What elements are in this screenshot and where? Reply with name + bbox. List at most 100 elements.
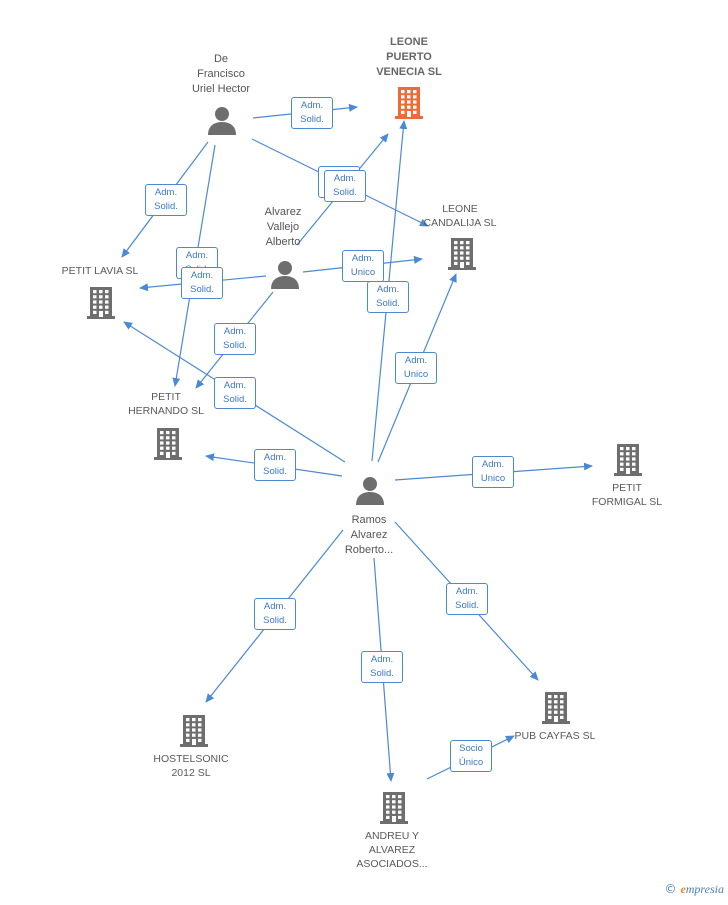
node-petit_formigal[interactable] — [614, 442, 642, 481]
relation-label-line: Adm. — [351, 253, 375, 264]
relation-label[interactable]: Adm. Solid. — [324, 170, 366, 202]
building-icon — [448, 238, 476, 270]
relation-label-line: Unico — [480, 473, 506, 484]
node-label-line: LEONE — [442, 203, 478, 215]
relation-label-line: Adm. — [223, 380, 247, 391]
node-ramos_alvarez[interactable] — [355, 475, 385, 510]
relation-label-line: Solid. — [154, 201, 178, 212]
node-label-line: ANDREU Y — [364, 830, 420, 842]
node-andreu_alvarez[interactable] — [380, 790, 408, 829]
relation-label-line: Adm. — [333, 173, 357, 184]
relation-label[interactable]: Adm. Solid. — [254, 449, 296, 481]
node-alvarez_vallejo[interactable] — [270, 259, 300, 294]
node-de_francisco[interactable] — [207, 105, 237, 140]
empresia-brand[interactable]: ©empresia — [664, 882, 724, 897]
node-label-line: LEONE — [390, 36, 428, 48]
relation-label-line: Solid. — [223, 394, 247, 405]
relation-label[interactable]: Adm. Unico — [472, 456, 514, 488]
brand-initial: e — [680, 882, 686, 896]
node-label-line: PUB CAYFAS SL — [514, 730, 596, 742]
relation-label[interactable]: Adm.Solid. — [446, 583, 488, 615]
building-icon — [154, 428, 182, 460]
node-pub_cayfas[interactable] — [542, 690, 570, 729]
relation-label-line: Adm. — [223, 326, 247, 337]
node-label-line: Vallejo — [266, 221, 300, 233]
relation-label-line: Solid. — [370, 668, 394, 679]
node-label-line: Alvarez — [350, 529, 388, 541]
node-leone_candalija[interactable] — [448, 236, 476, 275]
relation-label-line: Adm. — [263, 452, 287, 463]
node-label-line: ASOCIADOS... — [356, 858, 428, 870]
relation-label[interactable]: Adm. Solid. — [367, 281, 409, 313]
relation-label-line: Adm. — [481, 459, 505, 470]
node-label-hostelsonic[interactable]: HOSTELSONIC 2012 SL — [121, 752, 261, 780]
relation-label[interactable]: Adm. Solid. — [254, 598, 296, 630]
person-icon — [271, 261, 299, 289]
relation-label-line: Socio — [459, 743, 483, 754]
relation-label[interactable]: Adm.Solid. — [181, 267, 223, 299]
relation-label-line: Unico — [403, 369, 429, 380]
node-label-line: FORMIGAL SL — [591, 496, 663, 508]
node-label-line: De — [213, 53, 229, 65]
relation-label-line: Solid. — [263, 615, 287, 626]
relation-label-line: Solid. — [333, 187, 357, 198]
relation-label-line: Adm. — [376, 284, 400, 295]
node-label-leone_candalija[interactable]: LEONE CANDALIJA SL — [390, 202, 530, 230]
building-icon — [87, 287, 115, 319]
node-label-line: Alvarez — [264, 206, 302, 218]
node-label-line: Roberto... — [344, 544, 394, 556]
node-label-line: CANDALIJA SL — [423, 217, 497, 229]
relation-label-line: Solid. — [263, 466, 287, 477]
relation-label-line: Solid. — [376, 298, 400, 309]
node-label-line: PETIT LAVIA SL — [61, 265, 139, 277]
node-leone_puerto[interactable] — [395, 85, 423, 124]
person-icon — [356, 477, 384, 505]
relation-label-line: Solid. — [223, 340, 247, 351]
node-label-line: Francisco — [197, 68, 245, 80]
node-label-line: PETIT — [151, 391, 181, 403]
relation-label[interactable]: Adm. Solid. — [361, 651, 403, 683]
node-label-line: PUERTO — [386, 51, 432, 63]
relation-label-line: Adm. — [185, 250, 209, 261]
relation-label[interactable]: Adm.Unico — [395, 352, 437, 384]
relation-label-line: Unico — [350, 267, 376, 278]
relation-label-line: Adm. — [190, 270, 214, 281]
building-icon — [614, 444, 642, 476]
node-petit_lavia[interactable] — [87, 285, 115, 324]
relation-label[interactable]: Adm. Solid. — [214, 377, 256, 409]
copyright-icon: © — [664, 882, 677, 896]
node-petit_hernando[interactable] — [154, 426, 182, 465]
node-label-line: HOSTELSONIC — [153, 753, 229, 765]
node-label-line: 2012 SL — [171, 767, 211, 779]
brand-name: mpresia — [685, 882, 724, 896]
node-label-petit_hernando[interactable]: PETIT HERNANDO SL — [96, 390, 236, 418]
relation-label[interactable]: Adm. Solid. — [214, 323, 256, 355]
node-label-line: Uriel Hector — [191, 83, 251, 95]
relation-label-line: Adm. — [263, 601, 287, 612]
node-label-andreu_alvarez[interactable]: ANDREU Y ALVAREZ ASOCIADOS... — [322, 829, 462, 871]
node-label-pub_cayfas[interactable]: PUB CAYFAS SL — [485, 729, 625, 743]
node-label-leone_puerto[interactable]: LEONE PUERTO VENECIA SL — [339, 35, 479, 80]
relation-label-line: Solid. — [300, 114, 324, 125]
person-icon — [208, 107, 236, 135]
relation-label[interactable]: Adm. Solid. — [145, 184, 187, 216]
relation-label-line: Adm. — [370, 654, 394, 665]
relation-label-line: Adm. — [154, 187, 178, 198]
building-icon — [542, 692, 570, 724]
relation-label-line: Solid. — [455, 600, 479, 611]
relation-label[interactable]: Adm. Unico — [342, 250, 384, 282]
node-label-line: HERNANDO SL — [128, 405, 204, 417]
building-icon — [380, 792, 408, 824]
node-label-line: Alberto — [265, 236, 301, 248]
node-label-line: ALVAREZ — [368, 844, 416, 856]
node-label-line: VENECIA SL — [376, 66, 442, 78]
node-hostelsonic[interactable] — [180, 713, 208, 752]
relation-label[interactable]: Adm.Solid. — [291, 97, 333, 129]
node-label-petit_lavia[interactable]: PETIT LAVIA SL — [30, 264, 170, 278]
